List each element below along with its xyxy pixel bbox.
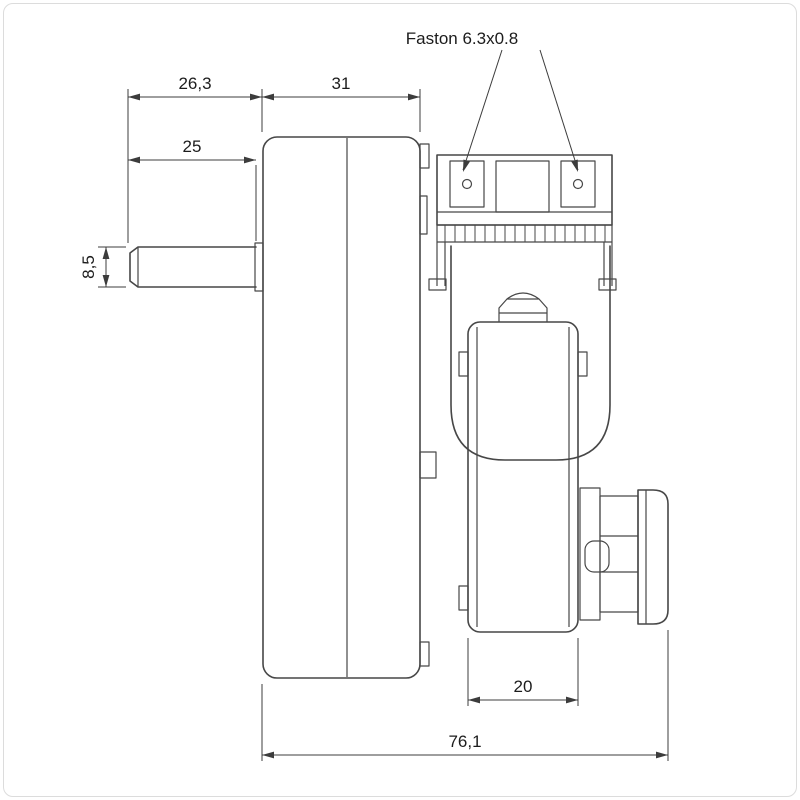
can-tab-left-upper [458,351,469,377]
faston-terminal-right [560,160,596,208]
rear-shaft-stub [584,540,610,573]
end-cap [637,489,669,625]
stator-lamination [450,245,611,461]
dimension-arrows [102,93,668,759]
can-tab-right-upper [577,351,588,377]
housing-clip-top [419,143,430,169]
dim-label-shaft-width: 8,5 [79,255,98,279]
dim-label-shaft-protrusion: 26,3 [178,74,211,93]
gearbox-body [254,136,437,679]
can-tab-left-lower [458,585,469,611]
dim-label-overall-depth: 76,1 [448,732,481,751]
motor-mount-bracket [419,451,437,479]
housing-clip-bottom [419,641,430,667]
housing-rib [419,195,428,235]
terminal-block [428,154,617,291]
coil-bobbin-band [436,224,613,243]
faston-callout-label: Faston 6.3x0.8 [406,29,518,48]
bearing-cap [498,292,548,322]
faston-terminal-left [449,160,485,208]
motor-can [458,292,588,633]
bobbin-cheeks [428,242,617,291]
dim-label-motor-body-width: 20 [514,677,533,696]
rear-end-assembly [579,487,669,625]
shaft-boss [254,242,264,292]
dimension-lines [98,49,669,761]
output-shaft [129,246,257,288]
dim-label-shaft-length: 25 [183,137,202,156]
terminal-divider [495,160,550,213]
dim-label-gearbox-depth: 31 [332,74,351,93]
